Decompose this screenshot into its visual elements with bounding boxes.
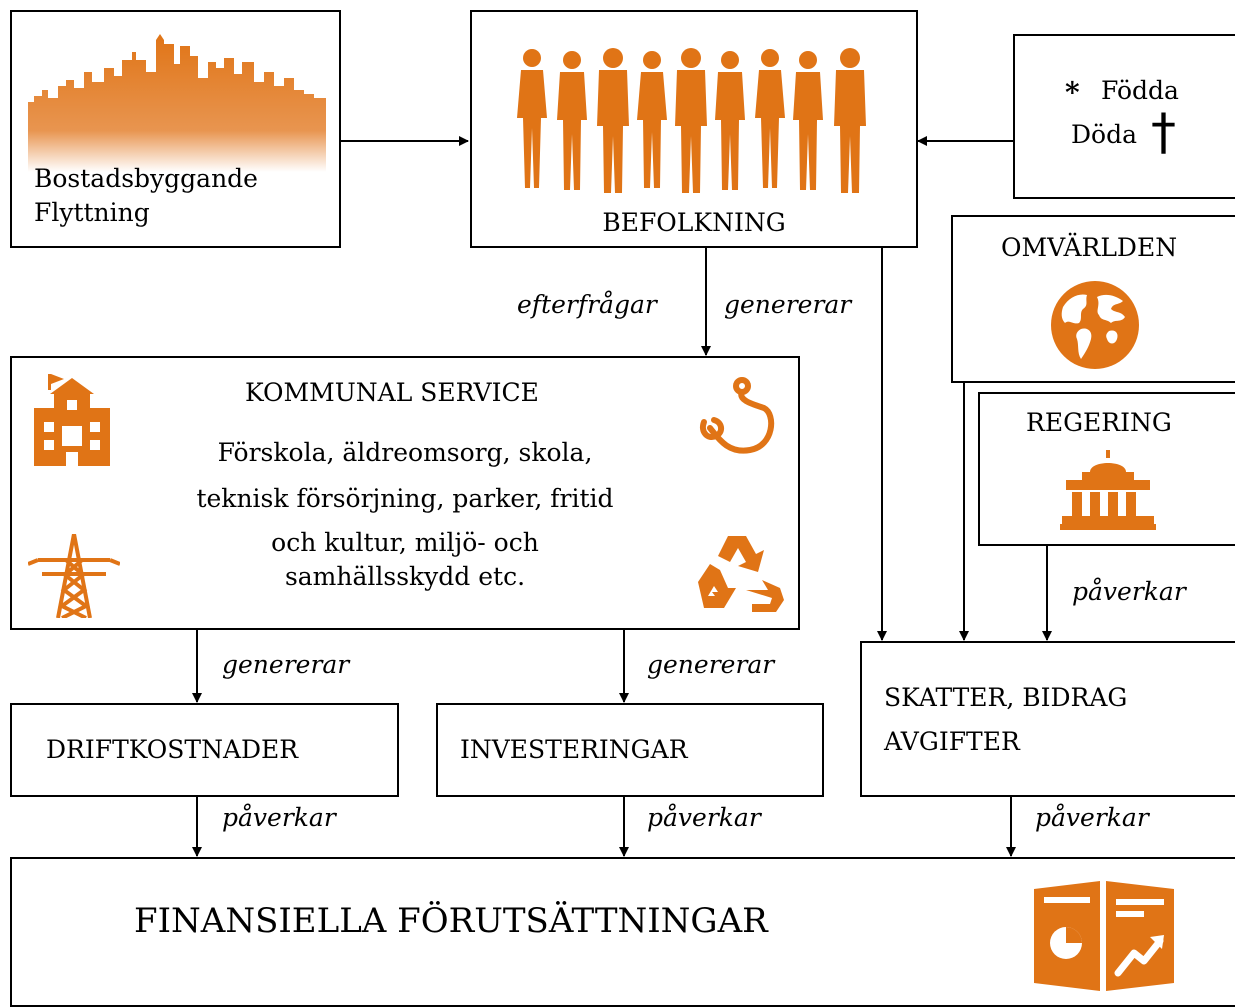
kommunal-line2: teknisk försörjning, parker, fritid [196, 484, 614, 513]
bostad-line1: Bostadsbyggande [34, 164, 258, 193]
kommunal-line1: Förskola, äldreomsorg, skola, [217, 438, 593, 467]
investeringar-label: INVESTERINGAR [460, 735, 688, 764]
cross-icon: † [1151, 103, 1176, 161]
edge-label-genererar-top: genererar [724, 290, 852, 319]
fodda-doda-box: * Födda Döda † [1013, 34, 1235, 199]
bostad-box: Bostadsbyggande Flyttning [10, 10, 341, 248]
kommunal-title: KOMMUNAL SERVICE [245, 378, 539, 407]
investeringar-box: INVESTERINGAR [436, 703, 824, 797]
driftkostnader-box: DRIFTKOSTNADER [10, 703, 399, 797]
finance-report-icon [1034, 881, 1174, 991]
befolkning-label: BEFOLKNING [602, 208, 786, 237]
omvarlden-box: OMVÄRLDEN [951, 215, 1235, 383]
kommunal-line3: och kultur, miljö- och [271, 528, 539, 557]
edge-label-paverkar-inv: påverkar [647, 803, 761, 832]
omvarlden-label: OMVÄRLDEN [1001, 233, 1178, 262]
doda-label: Döda [1071, 120, 1138, 149]
regering-label: REGERING [1026, 408, 1172, 437]
driftkostnader-label: DRIFTKOSTNADER [46, 735, 299, 764]
befolkning-box: BEFOLKNING [470, 10, 918, 248]
city-skyline-icon [28, 34, 326, 172]
globe-icon [1051, 281, 1139, 369]
edge-label-paverkar-drift: påverkar [222, 803, 336, 832]
government-building-icon [1060, 450, 1156, 530]
school-building-icon [34, 374, 110, 466]
finansiella-label: FINANSIELLA FÖRUTSÄTTNINGAR [134, 901, 768, 941]
kommunal-service-box: KOMMUNAL SERVICE Förskola, äldreomsorg, … [10, 356, 800, 630]
kommunal-line4: samhällsskydd etc. [284, 562, 526, 591]
fodda-label: Födda [1101, 76, 1179, 105]
skatter-line1: SKATTER, BIDRAG [884, 683, 1128, 712]
edge-label-paverkar-skatter: påverkar [1035, 803, 1149, 832]
fodda-marker: * [1065, 76, 1080, 109]
skatter-line2: AVGIFTER [884, 727, 1020, 756]
edge-label-efterfragar: efterfrågar [517, 290, 657, 319]
power-pylon-icon [28, 534, 120, 618]
regering-box: REGERING [978, 392, 1235, 546]
edge-label-genererar-inv: genererar [647, 650, 775, 679]
recycle-icon [698, 536, 784, 612]
people-group-icon [517, 48, 866, 193]
finansiella-box: FINANSIELLA FÖRUTSÄTTNINGAR [10, 857, 1235, 1007]
stethoscope-icon [700, 377, 775, 454]
edge-label-paverkar-regering: påverkar [1072, 577, 1186, 606]
edge-label-genererar-drift: genererar [222, 650, 350, 679]
bostad-line2: Flyttning [34, 198, 150, 227]
skatter-box: SKATTER, BIDRAG AVGIFTER [860, 641, 1235, 797]
